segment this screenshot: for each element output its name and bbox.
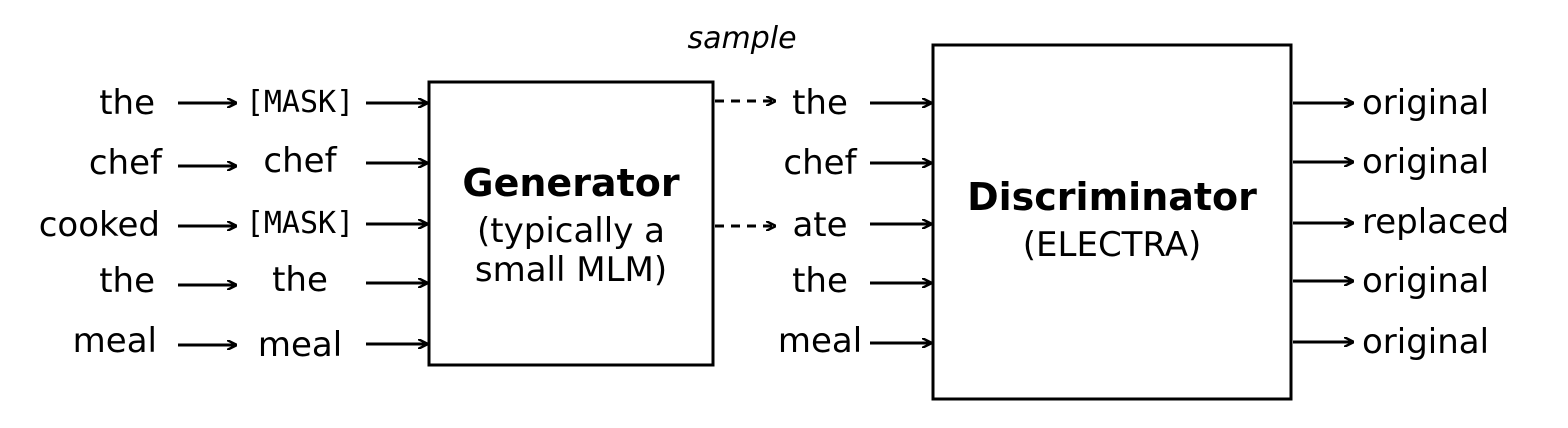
masked-token-4: the	[272, 260, 328, 300]
input-token-meal: meal	[73, 321, 157, 361]
discriminator-subtitle: (ELECTRA)	[1023, 225, 1201, 265]
masked-token-3: [MASK]	[246, 206, 354, 241]
sample-label: sample	[687, 21, 796, 56]
input-token-cooked: cooked	[39, 205, 160, 245]
output-label-3: replaced	[1362, 202, 1509, 242]
masked-token-1: [MASK]	[246, 85, 354, 120]
input-token-the-1: the	[99, 83, 155, 123]
input-token-the-2: the	[99, 261, 155, 301]
output-label-4: original	[1362, 261, 1489, 301]
generator-box	[427, 80, 715, 367]
input-token-chef: chef	[89, 143, 163, 183]
output-label-1: original	[1362, 83, 1489, 123]
sampled-token-chef: chef	[783, 143, 857, 183]
sampled-token-ate: ate	[792, 205, 847, 245]
sampled-token-the-1: the	[792, 83, 848, 123]
output-label-2: original	[1362, 142, 1489, 182]
discriminator-box	[931, 43, 1293, 401]
masked-token-2: chef	[263, 141, 337, 181]
sampled-token-the-2: the	[792, 261, 848, 301]
generator-title: Generator	[462, 161, 679, 205]
generator-subtitle-line2: small MLM)	[475, 250, 667, 290]
generator-subtitle-line1: (typically a	[477, 211, 665, 251]
output-label-5: original	[1362, 322, 1489, 362]
sampled-token-meal: meal	[778, 321, 862, 361]
discriminator-title: Discriminator	[967, 175, 1257, 219]
masked-token-5: meal	[258, 325, 342, 365]
